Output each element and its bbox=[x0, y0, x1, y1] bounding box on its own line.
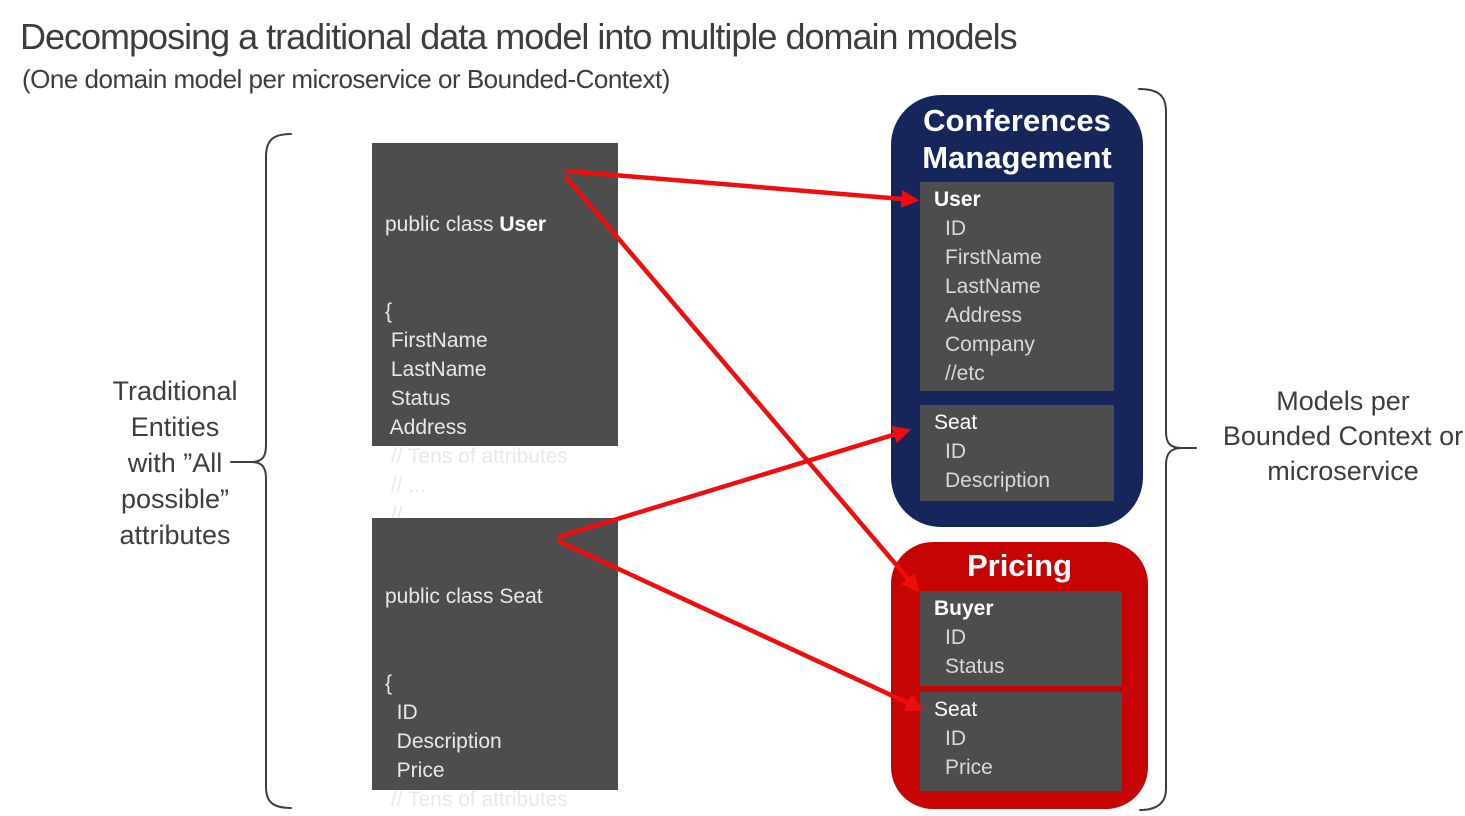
arrow-user-to-pricing-buyer bbox=[564, 175, 920, 593]
conferences-user-entity-name: User bbox=[934, 188, 981, 211]
user-class-code-line: Address bbox=[385, 416, 467, 439]
conferences-user-attribute: Company bbox=[945, 333, 1035, 356]
traditional-entities-label-line: Entities bbox=[130, 412, 220, 442]
conferences-user-attribute: LastName bbox=[945, 275, 1041, 298]
conferences-user-attribute: Address bbox=[945, 304, 1023, 327]
pricing-buyer-attribute: ID bbox=[945, 626, 966, 649]
conferences-management-title-line: Management bbox=[922, 140, 1112, 175]
traditional-entities-label-line: possible” bbox=[120, 484, 230, 514]
user-class-box: public class User { FirstName LastName S… bbox=[372, 143, 618, 555]
arrow-user-to-conferences-user bbox=[565, 168, 920, 208]
conferences-seat-entity-attributes: ID Description bbox=[920, 437, 1114, 495]
traditional-entities-label-line: attributes bbox=[119, 520, 231, 550]
seat-class-declaration: public class Seat bbox=[385, 582, 618, 611]
pricing-seat-entity-name: Seat bbox=[934, 698, 978, 721]
seat-class-body: { ID Description Price // Tens of attrib… bbox=[385, 669, 618, 816]
seat-class-keyword: public class bbox=[385, 585, 500, 608]
models-per-bounded-context-label-line: Bounded Context or bbox=[1222, 421, 1464, 451]
pricing-context: Pricing Buyer ID Status Seat ID Price bbox=[891, 542, 1148, 809]
page-title: Decomposing a traditional data model int… bbox=[20, 16, 1018, 57]
seat-class-code-line: ID bbox=[385, 701, 418, 724]
conferences-user-attribute: ID bbox=[945, 217, 966, 240]
conferences-seat-entity: Seat ID Description bbox=[920, 405, 1114, 501]
seat-class-code-line: { bbox=[385, 672, 393, 695]
user-class-code-line: LastName bbox=[385, 358, 487, 381]
conferences-user-attribute: //etc bbox=[945, 362, 985, 385]
user-class-code-line: { bbox=[385, 300, 393, 323]
pricing-seat-attribute: ID bbox=[945, 727, 966, 750]
conferences-management-title-line: Conferences bbox=[923, 103, 1111, 138]
seat-class-name: Seat bbox=[499, 585, 543, 608]
user-class-code-line: Status bbox=[385, 387, 451, 410]
conferences-seat-entity-name: Seat bbox=[934, 411, 978, 434]
user-class-declaration: public class User bbox=[385, 210, 618, 239]
pricing-seat-entity-attributes: ID Price bbox=[920, 724, 1122, 782]
user-class-code-line: // Tens of attributes bbox=[385, 445, 568, 468]
user-class-keyword: public class bbox=[385, 213, 500, 236]
seat-class-code-line: // Tens of attributes bbox=[385, 788, 568, 811]
page-subtitle: (One domain model per microservice or Bo… bbox=[22, 64, 670, 94]
seat-class-box: public class Seat { ID Description Price… bbox=[372, 518, 618, 811]
user-class-body: { FirstName LastName Status Address // T… bbox=[385, 297, 618, 558]
traditional-entities-label-line: with ”All bbox=[127, 448, 223, 478]
conferences-seat-attribute: Description bbox=[945, 469, 1051, 492]
conferences-seat-attribute: ID bbox=[945, 440, 966, 463]
user-class-code-line: // ... bbox=[385, 474, 426, 497]
pricing-buyer-attribute: Status bbox=[945, 655, 1005, 678]
pricing-buyer-entity: Buyer ID Status bbox=[920, 591, 1122, 686]
pricing-buyer-entity-attributes: ID Status bbox=[920, 623, 1122, 681]
seat-class-code-line: Price bbox=[385, 759, 445, 782]
user-class-name: User bbox=[499, 213, 547, 236]
pricing-title: Pricing bbox=[966, 548, 1073, 583]
pricing-seat-attribute: Price bbox=[945, 756, 993, 779]
models-per-bounded-context-label-line: microservice bbox=[1267, 456, 1419, 486]
seat-class-code-line: Description bbox=[385, 730, 502, 753]
user-class-code-line: FirstName bbox=[385, 329, 488, 352]
pricing-buyer-entity-name: Buyer bbox=[934, 597, 994, 620]
models-per-bounded-context-label-line: Models per bbox=[1276, 386, 1410, 416]
pricing-seat-entity: Seat ID Price bbox=[920, 692, 1122, 791]
conferences-user-attribute: FirstName bbox=[945, 246, 1042, 269]
traditional-entities-label-line: Traditional bbox=[112, 376, 238, 406]
